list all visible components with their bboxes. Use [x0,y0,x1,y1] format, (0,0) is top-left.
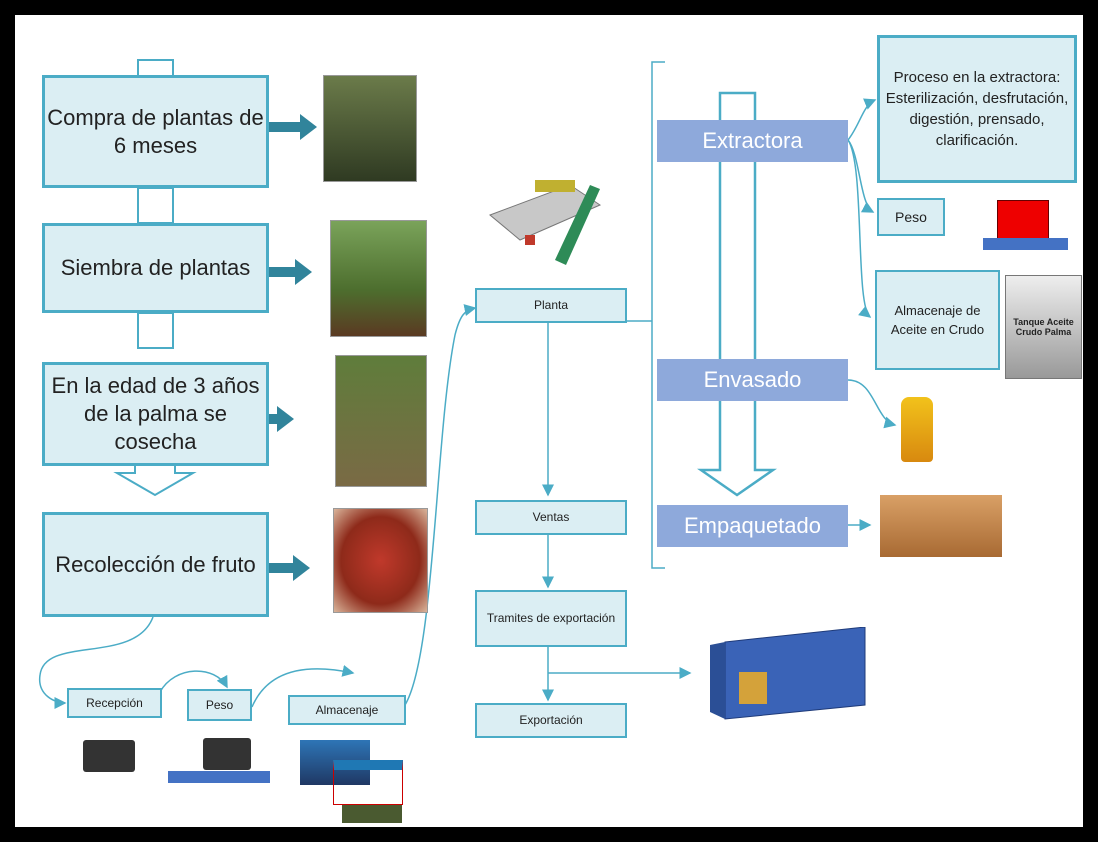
palm-tree-photo [335,355,427,487]
step-harvest-age-label: En la edad de 3 años de la palma se cose… [51,373,260,454]
extraction-process-box: Proceso en la extractora: Esterilización… [877,35,1077,183]
packaging-stage: Empaquetado [657,505,848,547]
reception-label: Recepción [86,695,143,710]
step-harvest-age: En la edad de 3 años de la palma se cose… [42,362,269,466]
scale-platform-icon [168,771,270,783]
palm-seedlings-photo [323,75,417,182]
truck-icon [83,740,135,772]
extraction-process-label: Proceso en la extractora: Esterilización… [885,69,1069,149]
storage-shed-icon [333,760,403,805]
step-fruit-collection-label: Recolección de fruto [55,551,256,577]
scale-display-icon [997,200,1049,240]
step-sow-plants: Siembra de plantas [42,223,269,313]
sales-label: Ventas [532,510,570,524]
step-sow-plants-label: Siembra de plantas [60,255,251,280]
oil-tank-label: Tanque Aceite Crudo Palma [1013,317,1074,337]
planting-photo [330,220,427,337]
export-procedures-label: Tramites de exportación [486,611,616,625]
connector-2-3 [137,312,174,349]
cardboard-boxes-icon [880,495,1002,557]
step-buy-plants-label: Compra de plantas de 6 meses [47,104,264,158]
weight-box: Peso [187,689,252,721]
plant-machinery-icon [480,155,620,265]
crude-oil-storage-label: Almacenaje de Aceite en Crudo [890,303,985,337]
sales-box: Ventas [475,500,627,535]
extractor-weight-label: Peso [895,208,927,225]
export-box: Exportación [475,703,627,738]
oil-tank-icon: Tanque Aceite Crudo Palma [1005,275,1082,379]
extractor-weight-box: Peso [877,198,945,236]
step-fruit-collection: Recolección de fruto [42,512,269,617]
weight-label: Peso [205,697,234,712]
extractor-stage: Extractora [657,120,848,162]
truck-on-scale-icon [203,738,251,770]
diagram-canvas: Compra de plantas de 6 meses Siembra de … [15,15,1083,827]
export-procedures-box: Tramites de exportación [475,590,627,647]
storage-label: Almacenaje [315,702,379,717]
fruit-pile-icon [342,805,402,823]
plant-box: Planta [475,288,627,323]
connector-1-2 [137,187,174,224]
bottling-label: Envasado [703,367,802,392]
down-arrow-3-4 [113,461,197,497]
bottling-stage: Envasado [657,359,848,401]
extractor-label: Extractora [702,128,803,153]
shipping-container-icon [705,626,870,722]
storage-box: Almacenaje [288,695,406,725]
plant-label: Planta [533,298,569,312]
palm-fruit-photo [333,508,428,613]
crude-oil-storage-box: Almacenaje de Aceite en Crudo [875,270,1000,370]
step-buy-plants: Compra de plantas de 6 meses [42,75,269,188]
oil-bottle-icon [901,397,933,462]
reception-box: Recepción [67,688,162,718]
scale-base-icon [983,238,1068,250]
export-label: Exportación [519,713,583,727]
packaging-label: Empaquetado [684,513,821,538]
thick-arrows [240,114,317,581]
